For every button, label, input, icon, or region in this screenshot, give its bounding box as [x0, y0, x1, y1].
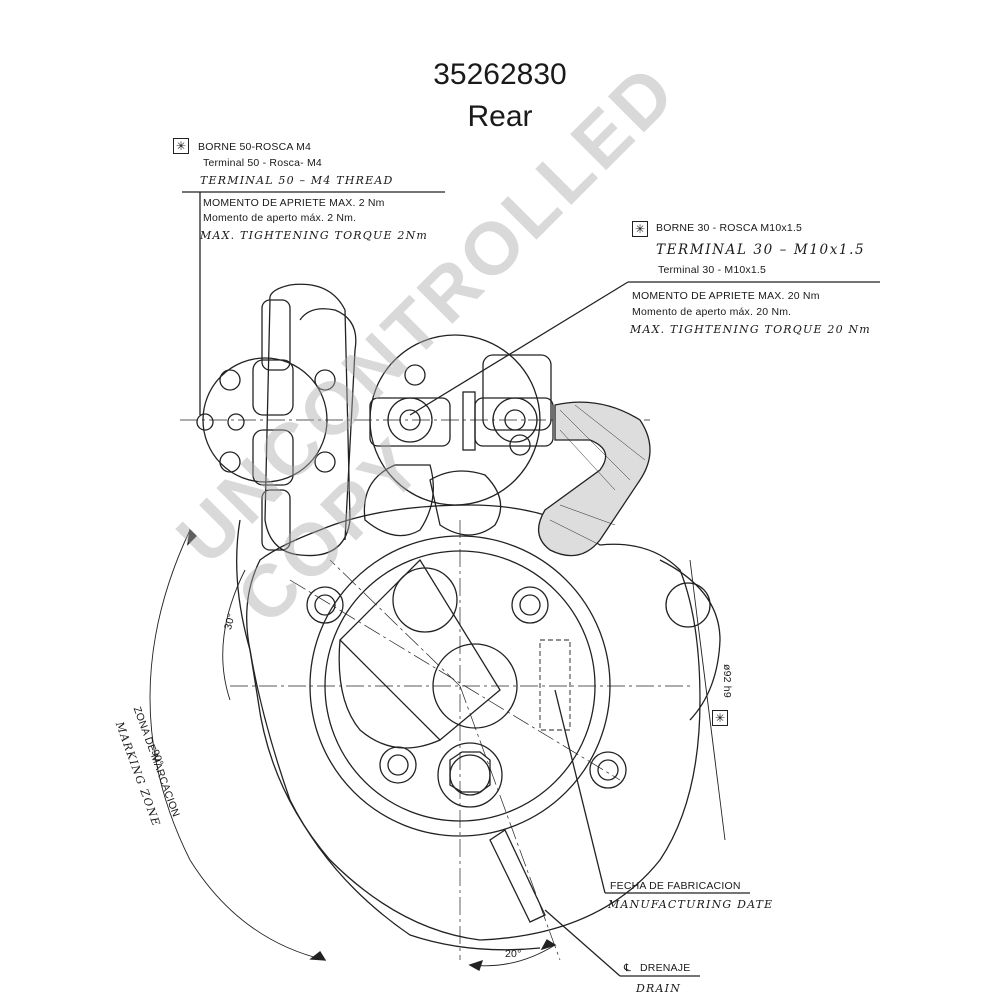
star-box-icon: ✳ [632, 221, 648, 237]
bolt-hole-1 [306, 586, 344, 624]
marking-zone-arc [149, 529, 326, 961]
drain-es: DRENAJE [640, 962, 691, 974]
t30-leader [409, 281, 629, 416]
drain-leader [544, 909, 621, 977]
drain-en: DRAIN [636, 982, 682, 995]
mfg-leader [554, 689, 606, 894]
t30-torque-es: MOMENTO DE APRIETE MAX. 20 Nm [632, 290, 820, 302]
mount-hole-right [665, 582, 711, 628]
angle-30-arc [222, 569, 246, 701]
t50-label-es: BORNE 50-ROSCA M4 [198, 141, 312, 153]
mfg-date-es: FECHA DE FABRICACION [610, 880, 741, 892]
bolt-hole-4 [589, 751, 627, 789]
t50-torque-es: MOMENTO DE APRIETE MAX. 2 Nm [203, 197, 385, 209]
braided-cable [538, 401, 651, 557]
star-box-icon: ✳ [712, 710, 728, 726]
view-title: Rear [467, 100, 533, 133]
diameter-line [689, 559, 726, 841]
arm-plate [339, 558, 501, 741]
drain-tube [489, 829, 546, 923]
star-box-icon: ✳ [173, 138, 189, 154]
drain-boss-outer [437, 742, 503, 808]
t30-label-es: BORNE 30 - ROSCA M10x1.5 [656, 222, 803, 234]
centerline-icon: ℄ [624, 962, 631, 974]
diameter-label: ø92 h9 [721, 664, 733, 698]
t50-torque-en: MAX. TIGHTENING TORQUE 2Nm [200, 229, 429, 242]
flange-sweep [236, 519, 541, 951]
bolt-hole-3 [379, 746, 417, 784]
t50-label-en: TERMINAL 50 – M4 THREAD [200, 174, 394, 187]
t50-label-pt: Terminal 50 - Rosca- M4 [203, 157, 322, 169]
angle-20-label: 20° [505, 948, 522, 960]
marking-rect [539, 639, 571, 731]
drain-nut [449, 751, 491, 793]
t30-torque-en: MAX. TIGHTENING TORQUE 20 Nm [630, 323, 871, 336]
housing-inner [324, 550, 596, 822]
mfg-date-en: MANUFACTURING DATE [608, 898, 774, 911]
flange-ear-right [659, 559, 721, 721]
pinion-boss [432, 643, 518, 729]
t30-label-en: TERMINAL 30 – M10x1.5 [656, 242, 866, 258]
part-number: 35262830 [433, 58, 567, 91]
t30-label-pt: Terminal 30 - M10x1.5 [658, 264, 767, 276]
t30-torque-pt: Momento de aperto máx. 20 Nm. [632, 306, 792, 318]
solenoid-cap [202, 357, 328, 483]
bolt-hole-2 [511, 586, 549, 624]
t50-torque-pt: Momento de aperto máx. 2 Nm. [203, 212, 357, 224]
housing-outer [309, 535, 611, 837]
